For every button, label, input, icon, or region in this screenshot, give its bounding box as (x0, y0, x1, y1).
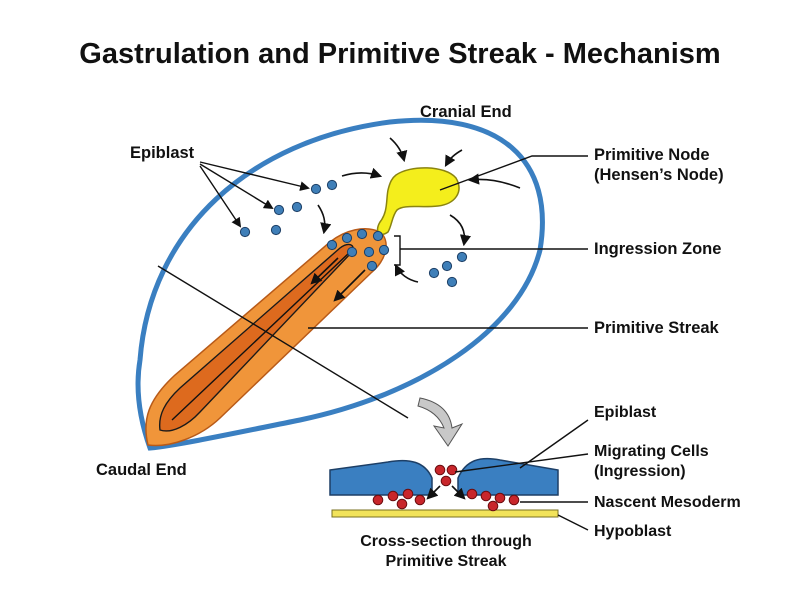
epiblast-cell (378, 244, 390, 256)
migrating-cells-sub-label: (Ingression) (594, 463, 686, 480)
cross-section-epiblast-left (329, 459, 433, 496)
primitive-node-label: Primitive Node (594, 146, 710, 164)
streak-arrow (333, 269, 366, 302)
cross-section (329, 457, 559, 518)
hypoblast-leader (557, 514, 589, 531)
epiblast-cell (341, 232, 353, 244)
epiblast-cell (363, 246, 375, 258)
caudal-end-label: Caudal End (96, 461, 187, 479)
section-line (157, 265, 409, 419)
hypoblast-label: Hypoblast (594, 523, 672, 540)
diagram-title: Gastrulation and Primitive Streak - Mech… (79, 38, 720, 70)
epiblast-cell (270, 224, 282, 236)
epiblast-pointer (199, 163, 274, 210)
epiblast-cell (291, 201, 303, 213)
epiblast-cell (346, 246, 358, 258)
epiblast-cell (372, 230, 384, 242)
migrating-cells-label: Migrating Cells (594, 443, 709, 460)
epiblast-cell (446, 276, 458, 288)
epiblast-cell (356, 228, 368, 240)
epiblast-cell (428, 267, 440, 279)
primitive-groove (158, 243, 354, 432)
epiblast-cells (239, 179, 468, 288)
cross-section-caption-1: Cross-section through (360, 533, 532, 550)
epiblast-cell (239, 226, 251, 238)
nascent-mesoderm-label: Nascent Mesoderm (594, 494, 741, 511)
epiblast-pointer (199, 165, 242, 228)
cross-section-caption-2: Primitive Streak (386, 553, 507, 570)
epiblast-pointer (199, 161, 310, 191)
ingression-zone-label: Ingression Zone (594, 240, 721, 258)
cranial-end-label: Cranial End (420, 103, 512, 121)
epiblast-label: Epiblast (130, 144, 195, 162)
epiblast-cell (366, 260, 378, 272)
epiblast-cell (326, 239, 338, 251)
ingression-bracket (394, 235, 401, 266)
cross-section-hypoblast (331, 509, 559, 518)
primitive-streak-label: Primitive Streak (594, 319, 720, 337)
mesoderm-cells (372, 464, 520, 512)
epiblast-cell (441, 260, 453, 272)
movement-arrows (317, 137, 521, 283)
callout-arrow (417, 397, 464, 447)
epiblast-cell (310, 183, 322, 195)
epiblast-cell (273, 204, 285, 216)
hensens-node-label: (Hensen’s Node) (594, 166, 724, 184)
epiblast-cell (326, 179, 338, 191)
migrating-cells-leader (454, 453, 589, 473)
primitive-node (376, 167, 460, 236)
streak-arrow (310, 257, 339, 285)
cs-epiblast-leader (519, 419, 589, 469)
cs-epiblast-label: Epiblast (594, 404, 657, 421)
epiblast-cell (456, 251, 468, 263)
primitive-node-leader (439, 155, 588, 191)
